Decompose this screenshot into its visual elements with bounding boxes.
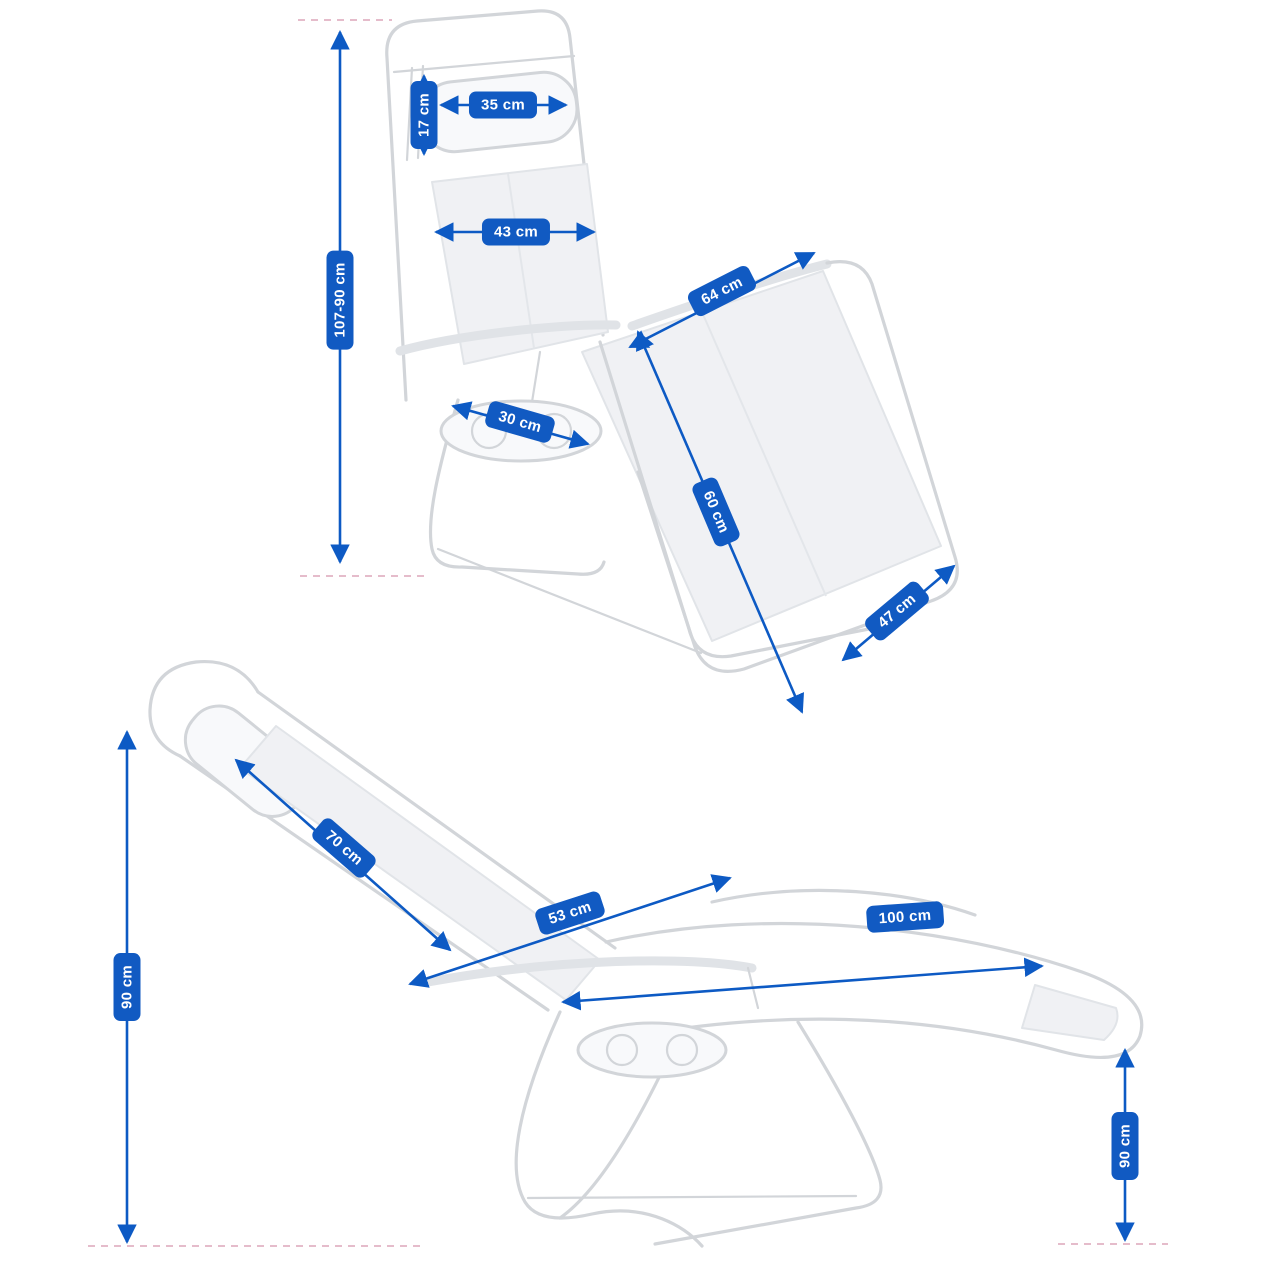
dim-badge-height-reclined: 90 cm	[113, 952, 141, 1022]
dim-badge-headrest-height: 17 cm	[410, 80, 438, 150]
dim-badge-legrest-length: 100 cm	[865, 900, 945, 934]
dim-badge-overall-height: 107-90 cm	[326, 250, 354, 350]
dim-badge-headrest-width: 35 cm	[468, 91, 538, 119]
dim-badge-backrest-width: 43 cm	[481, 218, 551, 246]
reclined-chair-sketch	[148, 659, 1144, 1248]
guide-lines	[88, 19, 1168, 1247]
dim-badge-frame-height: 90 cm	[1111, 1111, 1139, 1181]
dim-arrow-legrest-length	[561, 957, 1044, 1011]
dim-arrow-seat-length	[408, 874, 732, 988]
